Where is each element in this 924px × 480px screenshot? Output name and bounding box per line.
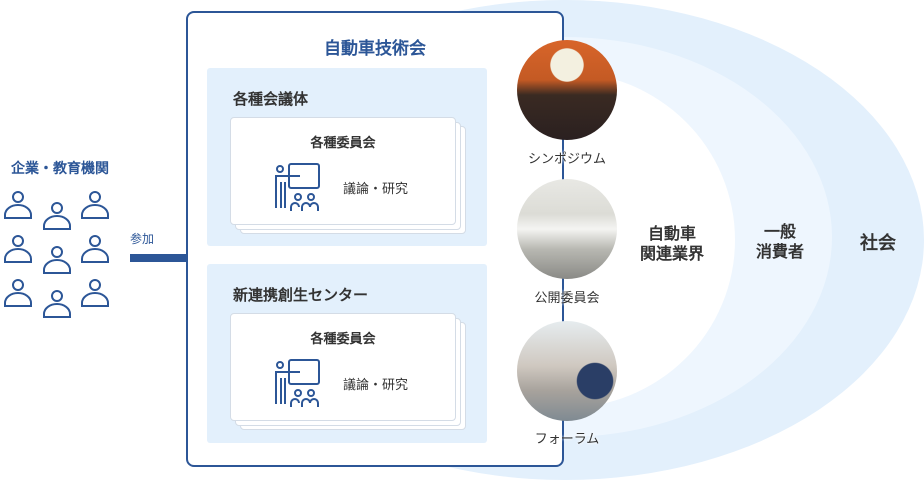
ring-label-line: 関連業界: [639, 244, 704, 263]
person-icon: [81, 279, 109, 307]
person-icon: [4, 235, 32, 263]
committee-card: 各種委員会 議論・研究: [230, 313, 456, 421]
ring-label-line: 消費者: [755, 242, 804, 261]
person-icon: [81, 191, 109, 219]
card-text: 議論・研究: [343, 182, 409, 197]
public-committee-photo: [517, 179, 617, 279]
ring-label-line: 自動車: [647, 224, 696, 243]
panel-title: 新連携創生センター: [233, 286, 369, 304]
ring-label-society: 社会: [860, 233, 896, 254]
committee-card: 各種委員会 議論・研究: [230, 117, 456, 225]
forum-label: フォーラム: [534, 432, 600, 447]
presentation-icon: [275, 359, 320, 407]
symposium-label: シンポジウム: [527, 152, 606, 167]
panel-title: 各種会議体: [233, 90, 309, 108]
organizations-title: 企業・教育機関: [11, 161, 109, 177]
card-title: 各種委員会: [310, 136, 376, 151]
ring-label-industry: 自動車 関連業界: [630, 224, 714, 264]
person-icon: [43, 246, 71, 274]
presentation-icon: [275, 163, 320, 211]
person-icon: [43, 290, 71, 318]
card-text: 議論・研究: [343, 378, 409, 393]
forum-photo: [517, 321, 617, 421]
person-icon: [4, 191, 32, 219]
join-label: 参加: [130, 232, 155, 246]
public-committee-label: 公開委員会: [534, 291, 600, 306]
ring-label-line: 一般: [763, 222, 796, 241]
card-title: 各種委員会: [310, 332, 376, 347]
person-icon: [81, 235, 109, 263]
symposium-photo: [517, 40, 617, 140]
ring-label-consumers: 一般 消費者: [745, 222, 815, 262]
person-icon: [4, 279, 32, 307]
person-icon: [43, 202, 71, 230]
main-title: 自動車技術会: [324, 39, 426, 59]
